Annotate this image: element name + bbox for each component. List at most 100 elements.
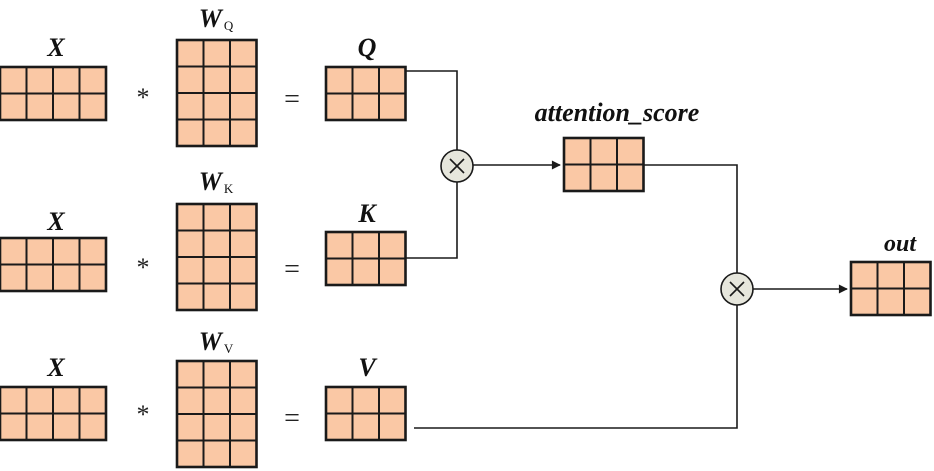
matrix-cell xyxy=(378,66,407,95)
wk-matrix xyxy=(175,202,258,312)
matrix-cell xyxy=(176,39,205,68)
x-matrix-v xyxy=(0,385,108,442)
matrix-cell xyxy=(325,257,354,286)
matrix-cell xyxy=(202,256,231,285)
matrix-cell xyxy=(589,137,618,166)
matrix-cell xyxy=(229,39,258,68)
matrix-cell xyxy=(176,118,205,147)
matrix-cell xyxy=(325,412,354,441)
matrix-cell xyxy=(325,386,354,415)
matrix-cell xyxy=(78,237,107,266)
matrix-cell xyxy=(351,257,380,286)
matrix-cell xyxy=(0,66,28,95)
v-label: V xyxy=(358,353,378,382)
matrix-cell xyxy=(325,66,354,95)
matrix-cell xyxy=(616,163,645,192)
matrix-cell xyxy=(78,92,107,121)
matrix-cell xyxy=(176,439,205,468)
star-operator-q: * xyxy=(137,83,150,112)
matrix-cell xyxy=(52,263,81,292)
matrix-cell xyxy=(52,92,81,121)
matrix-cell xyxy=(378,386,407,415)
matrix-cell xyxy=(325,231,354,260)
x-label-k: X xyxy=(46,207,65,236)
matrix-cell xyxy=(176,92,205,121)
matrix-cell xyxy=(52,237,81,266)
matrix-cell xyxy=(202,439,231,468)
matrix-cell xyxy=(850,287,879,316)
matrix-cell xyxy=(229,256,258,285)
matrix-cell xyxy=(78,412,107,441)
matrix-cell xyxy=(229,282,258,311)
matrix-cell xyxy=(202,282,231,311)
x-matrix-k xyxy=(0,236,108,293)
matrix-cell xyxy=(850,261,879,290)
matrix-cell xyxy=(351,412,380,441)
matrix-cell xyxy=(176,413,205,442)
matrix-cell xyxy=(176,65,205,94)
matrix-cell xyxy=(78,66,107,95)
q-matrix xyxy=(324,65,407,122)
matrix-cell xyxy=(378,257,407,286)
matrix-cell xyxy=(0,412,28,441)
matrix-cell xyxy=(351,92,380,121)
matrix-cell xyxy=(229,413,258,442)
matrix-cell xyxy=(229,203,258,232)
matrix-cell xyxy=(202,386,231,415)
x-label-q: X xyxy=(46,33,65,62)
wq-matrix xyxy=(175,38,258,148)
wv-matrix xyxy=(175,359,258,469)
star-operator-v: * xyxy=(137,400,150,429)
multiply-node-2 xyxy=(720,272,754,306)
q-to-multiply-connector xyxy=(406,70,458,150)
matrix-cell xyxy=(378,231,407,260)
attention-score-label: attention_score xyxy=(535,98,700,127)
matrix-cell xyxy=(202,39,231,68)
matrix-border xyxy=(175,38,258,148)
matrix-cell xyxy=(325,92,354,121)
matrix-cell xyxy=(563,137,592,166)
matrix-cell xyxy=(903,261,932,290)
x-label-v: X xyxy=(46,353,65,382)
matrix-cell xyxy=(0,386,28,415)
matrix-cell xyxy=(351,386,380,415)
equals-operator-k: = xyxy=(284,254,300,285)
matrix-cell xyxy=(616,137,645,166)
matrix-cell xyxy=(176,282,205,311)
matrix-border xyxy=(562,136,645,193)
matrix-cell xyxy=(25,66,54,95)
matrix-cell xyxy=(903,287,932,316)
matrix-cell xyxy=(0,92,28,121)
matrix-cell xyxy=(202,413,231,442)
matrix-cell xyxy=(52,412,81,441)
matrix-cell xyxy=(176,360,205,389)
matrix-cell xyxy=(378,92,407,121)
matrix-border xyxy=(849,260,932,317)
matrix-border xyxy=(0,385,108,442)
matrix-border xyxy=(175,359,258,469)
matrix-cell xyxy=(0,237,28,266)
v-to-multiply-connector xyxy=(414,305,738,429)
matrix-border xyxy=(324,385,407,442)
matrix-cell xyxy=(229,360,258,389)
attention-score-matrix xyxy=(562,136,645,193)
multiply-node-1 xyxy=(440,149,474,183)
matrix-cell xyxy=(25,237,54,266)
matrix-cell xyxy=(229,92,258,121)
matrix-cell xyxy=(176,386,205,415)
matrix-border xyxy=(0,236,108,293)
k-label: K xyxy=(357,199,377,228)
matrix-cell xyxy=(229,229,258,258)
matrix-cell xyxy=(202,65,231,94)
matrix-border xyxy=(324,65,407,122)
matrix-cell xyxy=(229,65,258,94)
matrix-cell xyxy=(52,386,81,415)
star-operator-k: * xyxy=(137,253,150,282)
out-label: out xyxy=(884,231,917,257)
score-to-multiply-connector xyxy=(643,164,738,273)
matrix-cell xyxy=(52,66,81,95)
matrix-cell xyxy=(202,203,231,232)
